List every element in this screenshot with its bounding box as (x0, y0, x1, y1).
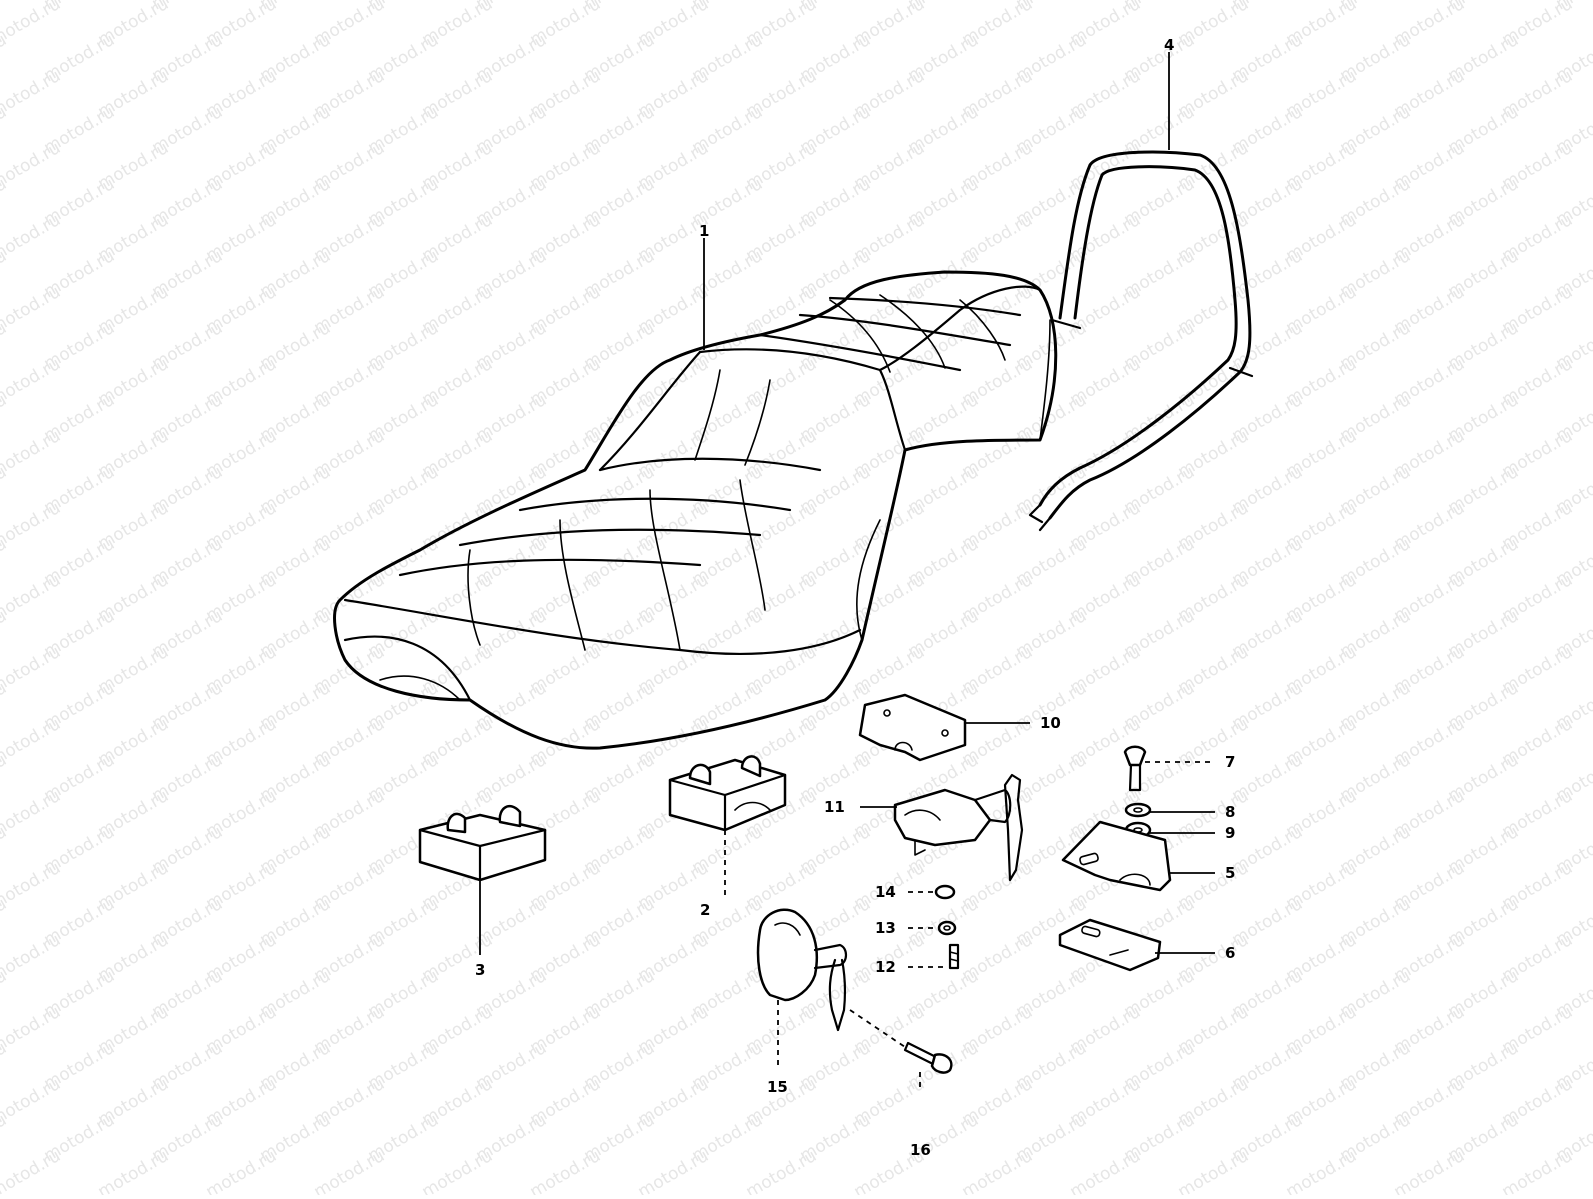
label-part-7: 7 (1225, 753, 1235, 771)
watermark-text: motod.ru (203, 1146, 281, 1195)
watermark-text: motod.ru (0, 498, 64, 554)
watermark-text: motod.ru (1499, 1146, 1577, 1195)
watermark-text: motod.ru (743, 1146, 821, 1195)
watermark-text: motod.ru (527, 1146, 605, 1195)
watermark-text: motod.ru (1067, 1146, 1145, 1195)
label-part-1: 1 (699, 222, 709, 240)
watermark-text: motod.ru (1283, 1146, 1361, 1195)
watermark-text: motod.ru (311, 1146, 389, 1195)
label-part-11: 11 (824, 798, 845, 816)
watermark-text: motod.ru (0, 570, 64, 626)
label-part-14: 14 (875, 883, 896, 901)
watermark-text: motod.ru (1391, 1146, 1469, 1195)
watermark-text: motod.ru (0, 858, 64, 914)
screw-12-drawing (950, 945, 958, 968)
watermark-text: motod.ru (0, 138, 64, 194)
watermark-text: motod.ru (0, 642, 64, 698)
watermark-text: motod.ru (959, 1146, 1037, 1195)
label-part-2: 2 (700, 901, 710, 919)
watermark-text: motod.ru (0, 282, 64, 338)
label-part-13: 13 (875, 919, 896, 937)
label-part-8: 8 (1225, 803, 1235, 821)
washer-8-drawing (1126, 804, 1150, 816)
watermark-text: motod.ru (0, 714, 64, 770)
nut-13-drawing (939, 922, 955, 934)
watermark-text: motod.ru (0, 786, 64, 842)
label-part-12: 12 (875, 958, 896, 976)
watermark-text: motod.ru (419, 1146, 497, 1195)
watermark-text: motod.ru (0, 1074, 64, 1130)
label-part-5: 5 (1225, 864, 1235, 882)
label-part-3: 3 (475, 961, 485, 979)
watermark-text: motod.ru (0, 1002, 64, 1058)
label-part-16: 16 (910, 1141, 931, 1159)
label-part-9: 9 (1225, 824, 1235, 842)
watermark-text: motod.ru (635, 1146, 713, 1195)
label-part-15: 15 (767, 1078, 788, 1096)
watermark-text: motod.ru (0, 930, 64, 986)
watermark-text: motod.ru (95, 1146, 173, 1195)
watermark-text: motod.ru (0, 0, 10, 14)
clip-14-drawing (936, 886, 954, 898)
watermark-text: motod.ru (0, 66, 64, 122)
label-part-6: 6 (1225, 944, 1235, 962)
watermark-text: motod.ru (0, 426, 64, 482)
watermark-text: motod.ru (0, 354, 64, 410)
watermark-text: motod.ru (0, 0, 64, 50)
label-part-10: 10 (1040, 714, 1061, 732)
watermark-text: motod.ru (1175, 1146, 1253, 1195)
watermark-text: motod.ru (0, 210, 64, 266)
label-part-4: 4 (1164, 36, 1174, 54)
watermark-text: motod.ru (0, 1146, 64, 1195)
